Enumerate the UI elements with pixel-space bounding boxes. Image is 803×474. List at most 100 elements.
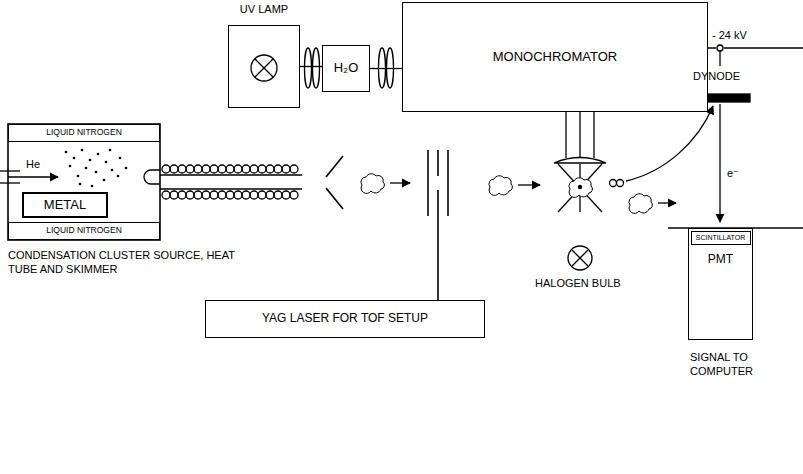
heat-tube: [234, 191, 242, 199]
heat-tube: [160, 165, 302, 199]
source-housing: [144, 170, 160, 184]
cluster-beam: [361, 174, 384, 194]
heat-tube: [186, 191, 194, 199]
heat-tube: [202, 165, 210, 173]
heat-tube: [258, 191, 266, 199]
optical-path: [370, 68, 402, 69]
source-housing: [89, 159, 92, 162]
heat-tube: [170, 165, 178, 173]
coolant-band: LIQUID NITROGEN: [8, 222, 160, 240]
heat-tube: [258, 165, 266, 173]
tof-plates: [428, 150, 448, 300]
tof-plates: [437, 150, 439, 176]
tof-plates: [427, 150, 429, 216]
cluster-beam: [518, 184, 540, 185]
heat-tube: [178, 191, 186, 199]
heat-tube: [160, 188, 302, 189]
source-housing: [125, 167, 128, 170]
laser-box: YAG LASER FOR TOF SETUP: [205, 300, 485, 338]
halogen-bulb-symbol: [572, 250, 588, 266]
source-housing: [65, 149, 128, 188]
heat-tube: [194, 165, 202, 173]
heat-tube: [250, 165, 258, 173]
cluster-beam: [390, 182, 410, 183]
heat-tube: [290, 191, 298, 199]
heat-tube: [226, 165, 234, 173]
heat-tube: [194, 191, 202, 199]
tof-plates: [437, 190, 439, 300]
heat-tube: [242, 191, 250, 199]
monochromator-box: MONOCHROMATOR: [402, 2, 708, 112]
detector: [717, 45, 723, 51]
light-beam: [579, 112, 580, 158]
detector: [719, 51, 720, 66]
box-label: LIQUID NITROGEN: [46, 226, 122, 236]
box-label: YAG LASER FOR TOF SETUP: [262, 312, 428, 326]
detector: [724, 47, 803, 48]
heat-tube: [266, 191, 274, 199]
heat-tube: [162, 191, 170, 199]
source-housing: [117, 175, 120, 178]
lamp-symbol: [251, 55, 277, 81]
heat-tube: [234, 165, 242, 173]
cluster-beam: [361, 106, 713, 213]
source-housing: [79, 183, 82, 186]
source-housing: [73, 157, 76, 160]
heat-tube: [274, 191, 282, 199]
source-housing: [91, 185, 94, 188]
tof-plates: [447, 150, 449, 216]
source-housing: [85, 167, 88, 170]
heat-tube: [226, 191, 234, 199]
box-label: H₂O: [334, 61, 359, 76]
source-housing: [81, 149, 84, 152]
scintillator-band: SCINTILLATOR: [691, 231, 751, 245]
source-housing: [69, 165, 72, 168]
heat-tube: [170, 191, 178, 199]
source-housing: [109, 149, 112, 152]
cluster-beam: [629, 194, 652, 214]
electron-label: e⁻: [727, 166, 739, 180]
heat-tube: [282, 165, 290, 173]
source-housing: [0, 170, 20, 171]
gas-label: He: [26, 157, 40, 171]
skimmer: [326, 156, 343, 177]
heat-tube: [160, 174, 302, 175]
heat-tube: [218, 165, 226, 173]
light-beam: [554, 112, 606, 212]
cluster-beam: [658, 202, 676, 203]
heat-tube: [210, 165, 218, 173]
box-label: METAL: [44, 198, 86, 213]
lens: [305, 48, 312, 88]
heat-tube: [218, 191, 226, 199]
heat-tube: [282, 191, 290, 199]
lamp-symbol: [255, 59, 273, 77]
heat-tube: [186, 165, 194, 173]
halogen-bulb-symbol: [568, 246, 592, 270]
heat-tube: [162, 165, 170, 173]
heat-tube: [178, 165, 186, 173]
source-housing: [97, 153, 100, 156]
box-label: LIQUID NITROGEN: [46, 128, 122, 138]
source-housing: [105, 161, 108, 164]
bulb-label: HALOGEN BULB: [535, 276, 621, 290]
voltage-label: - 24 kV: [712, 28, 747, 42]
cluster-beam: [626, 106, 713, 181]
source-housing: [119, 157, 122, 160]
halogen-bulb-symbol: [572, 250, 588, 266]
box-label: SCINTILLATOR: [696, 234, 746, 242]
lamp-symbol: [255, 59, 273, 77]
cluster-beam: [569, 178, 592, 198]
box-label: MONOCHROMATOR: [493, 50, 617, 65]
source-housing: [0, 124, 160, 240]
heat-tube: [210, 191, 218, 199]
lamp-symbol: [251, 55, 277, 81]
source-housing: [103, 179, 106, 182]
coolant-band: LIQUID NITROGEN: [8, 124, 160, 142]
box-label: PMT: [708, 253, 733, 267]
heat-tube: [242, 165, 250, 173]
heat-tube: [274, 165, 282, 173]
heat-tube: [162, 165, 298, 199]
output-label: SIGNAL TO COMPUTER: [690, 350, 782, 379]
lens: [313, 48, 320, 88]
